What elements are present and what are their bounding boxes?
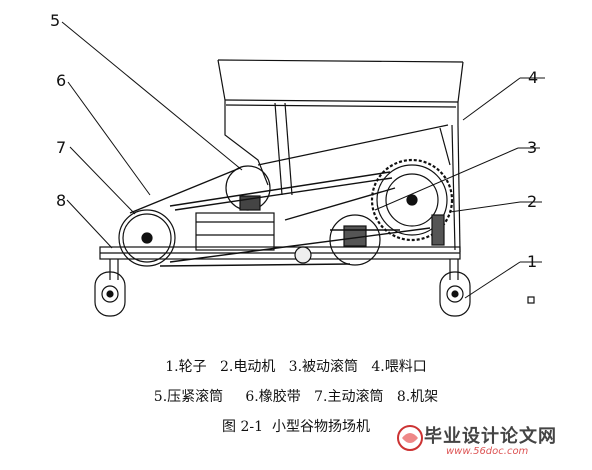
callout-7: 7	[56, 138, 66, 157]
hopper	[217, 59, 464, 253]
legend-line-1: 1.轮子 2.电动机 3.被动滚筒 4.喂料口	[165, 359, 427, 375]
callout-6: 6	[56, 71, 66, 90]
legend-line-2: 5.压紧滚筒 6.橡胶带 7.主动滚筒 8.机架	[153, 389, 439, 405]
watermark-url: www.56doc.com	[446, 446, 529, 457]
callout-1: 1	[527, 252, 537, 271]
site-logo-icon	[397, 425, 423, 451]
motor-gear	[370, 158, 454, 246]
watermark: 毕业设计论文网 www.56doc.com	[394, 420, 584, 464]
machine-diagram: 4 5 6 7 8 3 2 1	[50, 11, 545, 317]
callout-4: 4	[528, 68, 538, 87]
callout-5: 5	[50, 11, 60, 30]
figure-title: 图 2-1 小型谷物扬场机	[222, 419, 370, 435]
main-drum	[118, 209, 176, 267]
wheel-left	[94, 271, 126, 317]
wheel-right	[439, 271, 471, 317]
small-square-mark	[527, 296, 535, 304]
rubber-belt	[129, 167, 431, 267]
callout-3: 3	[527, 138, 537, 157]
frame	[99, 212, 461, 280]
watermark-text: 毕业设计论文网	[424, 426, 557, 447]
pressing-drum	[225, 165, 271, 211]
callout-8: 8	[56, 191, 66, 210]
callout-2: 2	[527, 192, 537, 211]
leader-lines	[61, 21, 545, 299]
